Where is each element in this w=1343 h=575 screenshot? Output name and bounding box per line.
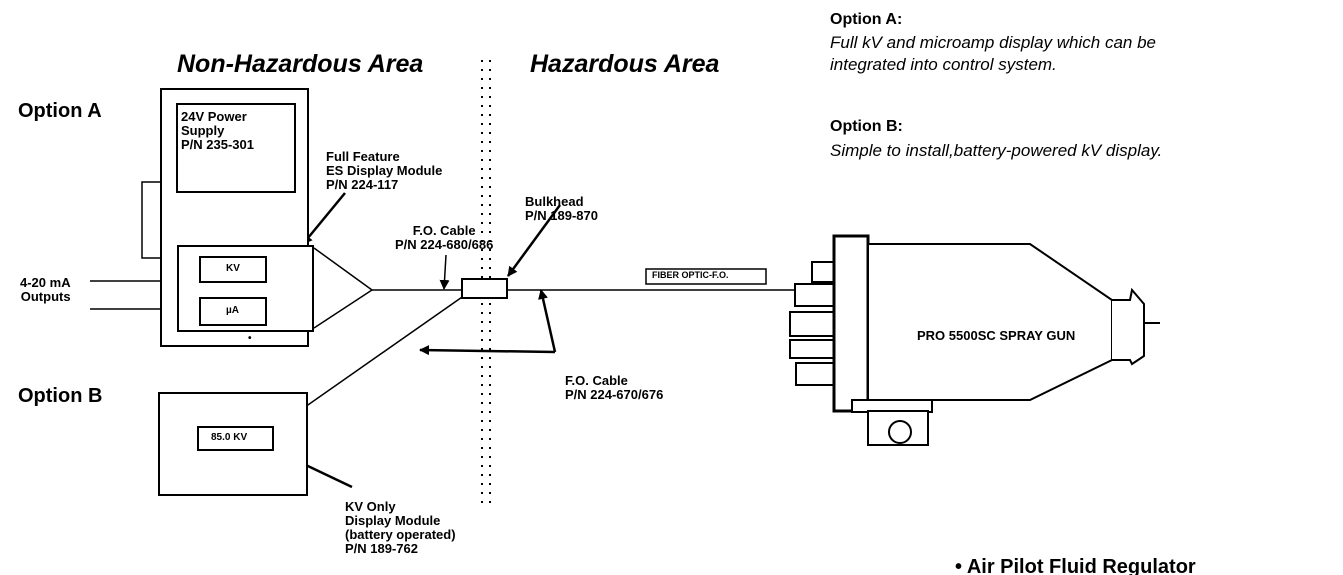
air-pilot-bullet: • Air Pilot Fluid Regulator	[955, 556, 1196, 575]
fiber-optic-label-box	[645, 268, 767, 285]
kv-only-display-label: KV Only Display Module (battery operated…	[345, 499, 456, 556]
kv-only-readout: 85.0 KV	[211, 432, 248, 443]
option-a-label: Option A	[18, 100, 102, 122]
es-display-module-label: Full Feature ES Display Module P/N 224-1…	[326, 149, 443, 192]
fo-cable-upper-label: F.O. Cable P/N 224-680/686	[395, 223, 494, 252]
bulkhead-box	[461, 278, 508, 299]
ua-readout-label: µA	[226, 305, 239, 316]
bulkhead-arrow	[506, 204, 562, 277]
es-display-arrow	[302, 192, 346, 245]
fo-cable-lower-label: F.O. Cable P/N 224-670/676	[565, 373, 664, 402]
option-b-label: Option B	[18, 385, 103, 407]
kv-readout-label: KV	[226, 263, 240, 274]
non-hazardous-area-heading: Non-Hazardous Area	[177, 50, 424, 78]
fo-cable-lower-arrow-2	[538, 289, 557, 353]
option-a-description-title: Option A:	[830, 11, 903, 28]
option-b-description-text: Simple to install,battery-powered kV dis…	[830, 141, 1163, 160]
hazardous-area-heading: Hazardous Area	[530, 50, 720, 78]
spray-gun-label: PRO 5500SC SPRAY GUN	[917, 328, 1076, 343]
option-b-description-title: Option B:	[830, 118, 903, 135]
power-supply-box	[176, 103, 296, 193]
option-a-description-text: Full kV and microamp display which can b…	[830, 33, 1156, 74]
fo-cable-upper-arrow	[439, 254, 450, 290]
bulkhead-label: Bulkhead P/N 189-870	[525, 194, 598, 223]
fiber-optic-label: FIBER OPTIC-F.O.	[652, 270, 729, 280]
fo-cable-lower-pointer	[419, 345, 556, 356]
kv-only-readout-box	[197, 426, 274, 451]
dot-mark: •	[248, 333, 252, 344]
outputs-label: 4-20 mA Outputs	[20, 275, 71, 304]
spray-gun	[789, 234, 1160, 446]
ua-readout-box	[199, 297, 267, 326]
power-supply-label: 24V Power Supply P/N 235-301	[181, 109, 254, 152]
kv-readout-box	[199, 256, 267, 283]
display-fiber-funnel	[313, 247, 374, 329]
